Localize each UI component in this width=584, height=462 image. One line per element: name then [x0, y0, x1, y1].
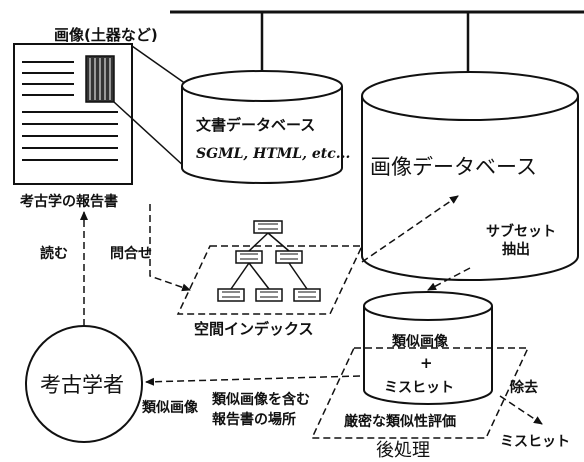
label-image-db: 画像データベース — [370, 155, 537, 179]
post-processing-parallelogram — [310, 347, 530, 439]
label-similar-images: 類似画像 — [141, 399, 199, 416]
label-read: 読む — [40, 245, 68, 262]
result-to-archaeologist-arrow — [145, 375, 361, 386]
label-remove: 除去 — [510, 379, 538, 396]
label-report-loc-line1: 類似画像を含む — [211, 391, 310, 408]
callout-line-top — [131, 45, 187, 85]
label-subset-line1: サブセット — [486, 223, 556, 240]
label-strict-eval: 厳密な類似性評価 — [344, 413, 456, 430]
label-similar-line2: ミスヒット — [384, 380, 454, 396]
label-mishit: ミスヒット — [500, 434, 570, 450]
spatial-index-tree-icon — [217, 220, 321, 302]
report-document-icon — [13, 43, 133, 185]
query-arrow — [149, 204, 191, 292]
document-database-cylinder — [181, 70, 343, 184]
callout-line-bottom — [113, 101, 187, 169]
label-similar-plus: + — [420, 354, 433, 372]
label-report-loc-line2: 報告書の場所 — [212, 411, 296, 428]
label-image-pottery: 画像(土器など) — [54, 26, 158, 44]
label-spatial-index: 空間インデックス — [194, 320, 314, 338]
spatial-index-parallelogram — [176, 245, 364, 315]
label-doc-db-formats: SGML, HTML, etc... — [196, 146, 350, 162]
label-query: 問合せ — [110, 245, 152, 262]
subset-extract-arrow — [427, 267, 471, 291]
image-database-cylinder — [361, 71, 579, 281]
label-similar-line1: 類似画像 — [391, 333, 449, 350]
label-doc-db-title: 文書データベース — [196, 116, 315, 134]
label-postprocess: 後処理 — [376, 440, 430, 461]
index-to-image-db-arrow — [361, 195, 459, 263]
label-subset-line2: 抽出 — [502, 241, 530, 258]
similar-image-cylinder — [363, 291, 493, 405]
label-report: 考古学の報告書 — [20, 193, 118, 210]
remove-mishit-arrow — [499, 395, 543, 425]
label-archaeologist: 考古学者 — [40, 373, 124, 397]
